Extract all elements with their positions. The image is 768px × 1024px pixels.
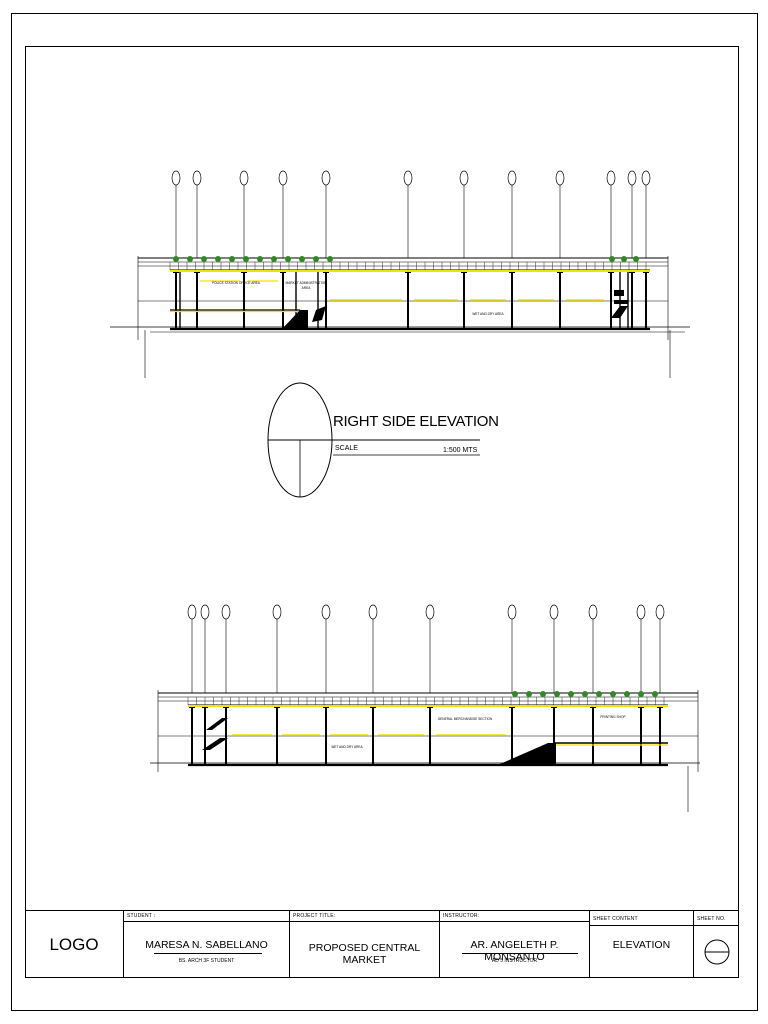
tree-icon bbox=[624, 691, 630, 697]
sheet-content-caption: SHEET CONTENT bbox=[593, 916, 638, 922]
grid-line bbox=[641, 170, 651, 329]
drawing-frame bbox=[25, 46, 739, 978]
grid-line bbox=[636, 604, 646, 765]
sheet-content-cell: SHEET CONTENT ELEVATION bbox=[589, 911, 693, 978]
label-police-station: POLICE STATION OFFICE AREA bbox=[212, 281, 261, 285]
tree-icon bbox=[554, 691, 560, 697]
tree-icon bbox=[215, 256, 221, 262]
grid-line bbox=[321, 170, 331, 329]
grid-line bbox=[655, 604, 665, 765]
tree-icon bbox=[327, 256, 333, 262]
title-symbol bbox=[267, 382, 480, 498]
sheet-number-symbol bbox=[704, 939, 730, 965]
grid-line bbox=[555, 170, 565, 329]
sheet-number-caption: SHEET NO. bbox=[697, 916, 726, 922]
tree-icon bbox=[173, 256, 179, 262]
grid-line bbox=[239, 170, 249, 329]
grid-line bbox=[459, 170, 469, 329]
tree-icon bbox=[257, 256, 263, 262]
grid-line bbox=[200, 604, 210, 765]
tree-icon bbox=[512, 691, 518, 697]
label-wet-dry-lower: WET AND DRY AREA bbox=[331, 745, 363, 749]
label-printing-shop: PRINTING SHOP bbox=[600, 715, 625, 719]
label-market-admin: MARKET ADMINISTRATION bbox=[286, 281, 328, 285]
tree-icon bbox=[582, 691, 588, 697]
tree-icon bbox=[633, 256, 639, 262]
label-general-merchandise: GENERAL MERCHANDISE SECTION bbox=[438, 717, 493, 721]
instructor-cell: INSTRUCTOR: AR. ANGELETH P. MONSANTO AD … bbox=[439, 911, 589, 978]
grid-line bbox=[627, 170, 637, 329]
grid-line bbox=[368, 604, 378, 765]
instructor-name: AR. ANGELETH P. MONSANTO bbox=[470, 939, 559, 963]
scale-value: 1:500 MTS bbox=[443, 447, 478, 454]
lower-elevation bbox=[150, 604, 700, 812]
tree-icon bbox=[299, 256, 305, 262]
logo: LOGO bbox=[49, 934, 99, 954]
sheet-content-value: ELEVATION bbox=[612, 939, 671, 951]
project-cell: PROJECT TITLE: PROPOSED CENTRAL MARKET bbox=[289, 911, 439, 978]
grid-line bbox=[588, 604, 598, 765]
grid-line bbox=[425, 604, 435, 765]
grid-line bbox=[187, 604, 197, 765]
grid-line bbox=[278, 170, 288, 329]
tree-icon bbox=[201, 256, 207, 262]
tree-icon bbox=[229, 256, 235, 262]
tree-icon bbox=[652, 691, 658, 697]
instructor-role: AD 5 INSTRUCTOR bbox=[491, 958, 538, 964]
tree-icon bbox=[313, 256, 319, 262]
label-wet-dry-upper: WET AND DRY AREA bbox=[472, 312, 504, 316]
grid-line bbox=[549, 604, 559, 765]
project-caption: PROJECT TITLE: bbox=[293, 913, 336, 919]
grid-line bbox=[321, 604, 331, 765]
instructor-caption: INSTRUCTOR: bbox=[443, 913, 480, 919]
tree-icon bbox=[285, 256, 291, 262]
tree-icon bbox=[638, 691, 644, 697]
tree-icon bbox=[621, 256, 627, 262]
grid-line bbox=[606, 170, 616, 329]
title-block: LOGO STUDENT : MARESA N. SABELLANO BS. A… bbox=[25, 910, 739, 978]
grid-line bbox=[507, 170, 517, 329]
scale-label: SCALE bbox=[335, 445, 358, 452]
project-title: PROPOSED CENTRAL MARKET bbox=[308, 942, 421, 966]
tree-icon bbox=[243, 256, 249, 262]
grid-line bbox=[272, 604, 282, 765]
student-caption: STUDENT : bbox=[127, 913, 156, 919]
sheet-border bbox=[11, 13, 758, 1011]
tree-icon bbox=[568, 691, 574, 697]
grid-line bbox=[507, 604, 517, 765]
label-market-admin-area: AREA bbox=[302, 286, 312, 290]
student-cell: STUDENT : MARESA N. SABELLANO BS. ARCH 3… bbox=[123, 911, 289, 978]
student-role: BS. ARCH 3F STUDENT bbox=[178, 958, 235, 964]
sheet-number-cell: SHEET NO. bbox=[693, 911, 739, 978]
tree-icon bbox=[271, 256, 277, 262]
upper-elevation bbox=[110, 170, 690, 378]
tree-icon bbox=[610, 691, 616, 697]
drawing-title: RIGHT SIDE ELEVATION bbox=[333, 413, 499, 430]
tree-icon bbox=[609, 256, 615, 262]
tree-icon bbox=[187, 256, 193, 262]
tree-icon bbox=[596, 691, 602, 697]
grid-line bbox=[171, 170, 181, 329]
student-name: MARESA N. SABELLANO bbox=[145, 939, 268, 951]
tree-icon bbox=[540, 691, 546, 697]
tree-icon bbox=[526, 691, 532, 697]
grid-line bbox=[403, 170, 413, 329]
grid-line bbox=[192, 170, 202, 329]
